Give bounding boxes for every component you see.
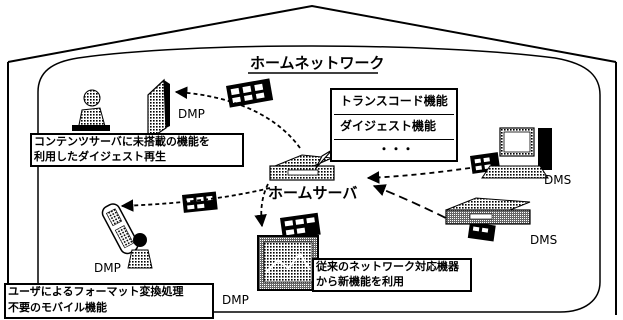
- content-packet-1: [226, 78, 274, 108]
- dms-pc-device: [481, 127, 552, 179]
- arrow-to-dmp-top: [174, 86, 301, 149]
- home-server-label: ホームサーバ: [268, 184, 358, 202]
- note-mobile-line-2: 不要のモバイル機能: [8, 301, 107, 314]
- dms-recorder-device: [445, 197, 531, 225]
- home-server-device: [269, 154, 335, 181]
- dmp-display-top: [147, 78, 170, 142]
- house-roof: [7, 4, 617, 63]
- arrow-to-dmp-mobile: [120, 187, 271, 212]
- dms-pc-label: DMS: [544, 173, 572, 187]
- feature-item-transcode: トランスコード機能: [340, 94, 448, 108]
- house-inner-outline: [37, 45, 601, 313]
- dmp-mobile-label: DMP: [94, 261, 121, 275]
- content-packet-5: [467, 222, 496, 242]
- note-mobile-format: [4, 283, 214, 319]
- feature-item-digest: ダイジェスト機能: [340, 119, 437, 133]
- note-legacy-line-1: 従来のネットワーク対応機器: [316, 260, 459, 273]
- content-packet-2: [182, 191, 218, 213]
- content-packet-3: [280, 212, 321, 240]
- person-mobile: [127, 233, 153, 269]
- person-top-left: [72, 89, 110, 131]
- dmp-tv-label: DMP: [222, 293, 249, 307]
- feature-divider: [334, 114, 454, 115]
- feature-bubble: [330, 88, 458, 162]
- dms-recorder-label: DMS: [530, 233, 558, 247]
- feature-divider: [334, 139, 454, 140]
- note-digest-line-1: コンテンツサーバに未搭載の機能を: [34, 135, 210, 148]
- dmp-mobile-device: [101, 203, 139, 255]
- arrow-from-dms-pc: [366, 167, 471, 184]
- dmp-top-label: DMP: [178, 107, 205, 121]
- dmp-tv-device: [257, 235, 319, 291]
- note-legacy-devices: [312, 258, 472, 292]
- note-digest-playback: [30, 133, 244, 167]
- arrow-from-dms-recorder: [372, 184, 459, 225]
- note-mobile-line-1: ユーザによるフォーマット変換処理: [8, 285, 184, 298]
- diagram-title: ホームネットワーク: [250, 54, 385, 72]
- feature-item-more: ・・・: [378, 142, 415, 156]
- note-legacy-line-2: から新機能を利用: [316, 275, 404, 288]
- note-digest-line-2: 利用したダイジェスト再生: [34, 150, 166, 163]
- arrow-to-dmp-tv: [254, 183, 269, 228]
